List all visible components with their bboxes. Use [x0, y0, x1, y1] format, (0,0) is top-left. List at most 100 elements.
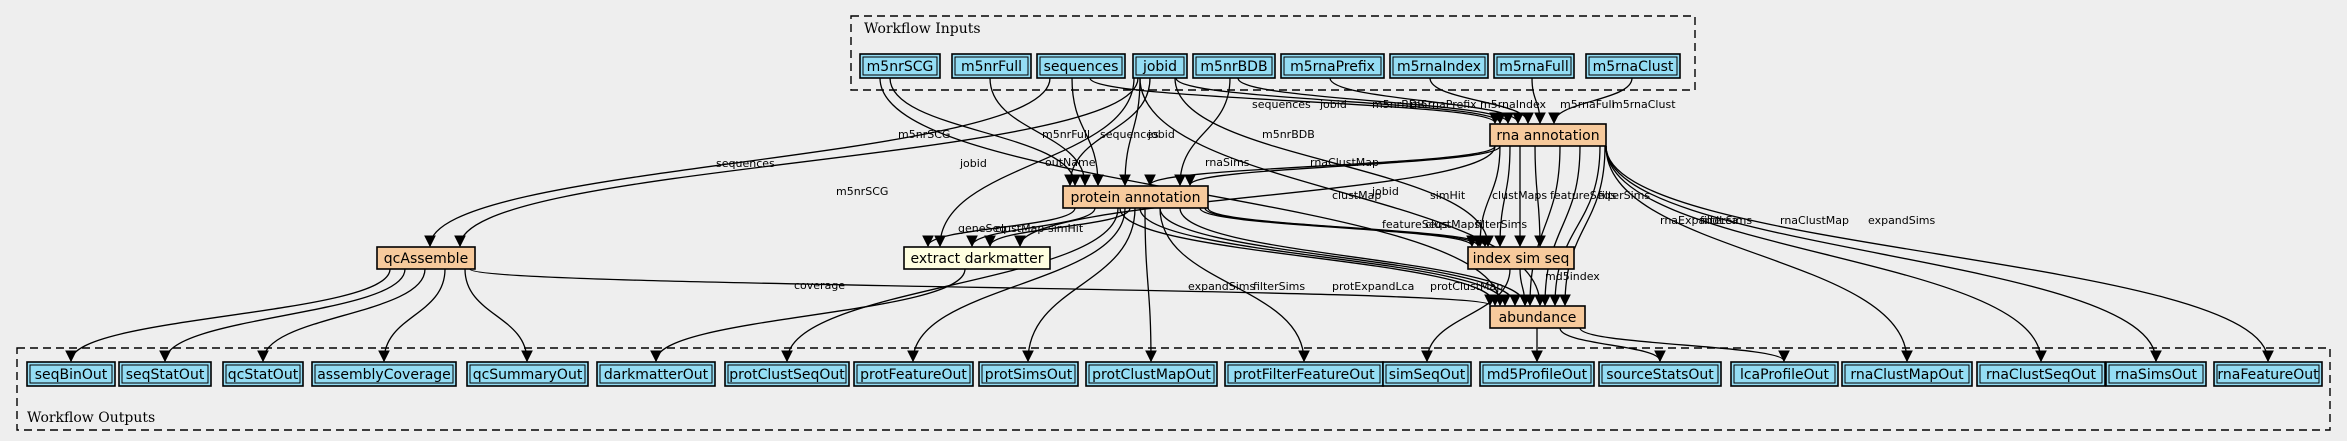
node-extract_darkmatter[interactable]: extract darkmatter: [903, 246, 1051, 270]
edge-jobid-to-index_sim_seq: [1174, 77, 1494, 248]
node-rnaClustSeqOut-inner-border: [1979, 364, 2103, 384]
edge-label: protClustMap: [1430, 280, 1503, 293]
node-m5nrSCG[interactable]: m5nrSCG: [859, 53, 941, 79]
node-label: m5nrBDB: [1200, 59, 1267, 75]
node-abundance[interactable]: abundance: [1489, 305, 1586, 329]
node-m5rnaPrefix-box: [1280, 53, 1385, 79]
edge-label: geneSeq: [958, 222, 1006, 235]
edge-index_sim_seq-to-abundance: [1519, 268, 1531, 307]
edge-label: jobid: [1319, 98, 1347, 111]
workflow-inputs-label: Workflow Inputs: [864, 21, 981, 37]
node-simSeqOut[interactable]: simSeqOut: [1382, 361, 1472, 387]
node-seqBinOut-inner-border: [29, 364, 113, 384]
edge-jobid-to-protein_annotation: [1119, 77, 1141, 187]
workflow-outputs-label: Workflow Outputs: [27, 410, 155, 426]
edge-m5nrBDB-to-protein_annotation: [1174, 77, 1231, 187]
node-protClustMapOut-box: [1085, 361, 1218, 387]
edge-label: expandSims: [1188, 280, 1256, 293]
edge-jobid-to-qcAssemble: [454, 77, 1139, 248]
node-rnaFeatureOut[interactable]: rnaFeatureOut: [2213, 361, 2323, 387]
edge-protein_annotation-to-abundance: [1139, 207, 1511, 307]
node-sequences-inner-border: [1039, 56, 1123, 76]
edges-layer: [65, 77, 2274, 363]
node-label: m5rnaIndex: [1397, 59, 1481, 75]
node-sequences[interactable]: sequences: [1036, 53, 1126, 79]
node-label: assemblyCoverage: [317, 367, 451, 383]
edge-label: simHit: [1048, 222, 1084, 235]
edge-label: rnaClustMap: [1310, 156, 1379, 169]
node-m5rnaPrefix[interactable]: m5rnaPrefix: [1280, 53, 1385, 79]
node-label: protFeatureOut: [860, 367, 967, 383]
node-jobid-inner-border: [1135, 56, 1185, 76]
node-sourceStatsOut[interactable]: sourceStatsOut: [1598, 361, 1722, 387]
node-label: darkmatterOut: [604, 367, 709, 383]
edge-label: protExpandLca: [1332, 280, 1414, 293]
node-protClustSeqOut[interactable]: protClustSeqOut: [724, 361, 850, 387]
edge-label: sequences: [1100, 128, 1159, 141]
node-protClustMapOut[interactable]: protClustMapOut: [1085, 361, 1218, 387]
edge-label: filterSims: [1598, 189, 1650, 202]
node-qcSummaryOut[interactable]: qcSummaryOut: [466, 361, 589, 387]
edge-label: featureSeqs: [1382, 218, 1448, 231]
node-label: rna annotation: [1496, 128, 1599, 144]
node-qcSummaryOut-inner-border: [469, 364, 586, 384]
edge-label: sequences: [1252, 98, 1311, 111]
edge-label: jobid: [959, 157, 987, 170]
node-darkmatterOut[interactable]: darkmatterOut: [596, 361, 716, 387]
edge-protein_annotation-to-protFilterFeatureOut: [1159, 207, 1310, 363]
node-qcAssemble[interactable]: qcAssemble: [376, 246, 476, 270]
edge-qcAssemble-to-seqBinOut: [65, 268, 391, 363]
node-assemblyCoverage[interactable]: assemblyCoverage: [311, 361, 457, 387]
edge-jobid-to-extract_darkmatter: [934, 77, 1135, 248]
edge-label: m5rnaPrefix: [1410, 98, 1477, 111]
node-rnaClustMapOut-box: [1841, 361, 1973, 387]
node-seqStatOut[interactable]: seqStatOut: [118, 361, 212, 387]
edge-label: clustMaps: [1492, 189, 1547, 202]
node-protFeatureOut[interactable]: protFeatureOut: [853, 361, 974, 387]
edge-label: featureSeqs: [1550, 189, 1616, 202]
edge-protein_annotation-to-protFeatureOut: [907, 207, 1126, 363]
edge-rna_annotation-to-abundance: [1559, 145, 1606, 307]
edge-label: md5index: [1545, 270, 1600, 283]
node-protFilterFeatureOut[interactable]: protFilterFeatureOut: [1224, 361, 1384, 387]
node-label: protClustMapOut: [1092, 367, 1211, 383]
node-rna_annotation-box: [1489, 123, 1607, 147]
node-m5rnaClust-box: [1585, 53, 1681, 79]
node-seqBinOut[interactable]: seqBinOut: [26, 361, 116, 387]
node-m5rnaFull[interactable]: m5rnaFull: [1493, 53, 1575, 79]
node-rna_annotation[interactable]: rna annotation: [1489, 123, 1607, 147]
edge-protein_annotation-to-protClustMapOut: [1144, 207, 1157, 363]
node-rnaClustMapOut[interactable]: rnaClustMapOut: [1841, 361, 1973, 387]
edge-label: m5nrSCG: [898, 128, 950, 141]
edge-m5rnaPrefix-to-rna_annotation: [1329, 77, 1524, 125]
edge-m5nrFull-to-protein_annotation: [989, 77, 1091, 187]
node-sourceStatsOut-box: [1598, 361, 1722, 387]
node-rnaClustSeqOut-box: [1976, 361, 2106, 387]
node-assemblyCoverage-box: [311, 361, 457, 387]
node-m5rnaIndex[interactable]: m5rnaIndex: [1389, 53, 1489, 79]
node-md5ProfileOut[interactable]: md5ProfileOut: [1479, 361, 1595, 387]
edge-sequences-to-qcAssemble: [424, 77, 1051, 248]
node-protFeatureOut-box: [853, 361, 974, 387]
edge-abundance-to-sourceStatsOut: [1559, 327, 1666, 363]
node-rnaClustSeqOut[interactable]: rnaClustSeqOut: [1976, 361, 2106, 387]
edge-protein_annotation-to-extract_darkmatter: [922, 207, 1076, 248]
edge-label: filterSims: [1253, 280, 1305, 293]
edge-jobid-to-rna_annotation: [1175, 77, 1506, 125]
node-jobid[interactable]: jobid: [1132, 53, 1188, 79]
node-lcaProfileOut[interactable]: lcaProfileOut: [1730, 361, 1839, 387]
node-index_sim_seq[interactable]: index sim seq: [1467, 246, 1575, 270]
edge-label: clustMap: [1332, 189, 1381, 202]
node-protein_annotation[interactable]: protein annotation: [1062, 185, 1209, 209]
node-m5nrFull[interactable]: m5nrFull: [951, 53, 1032, 79]
node-qcStatOut-box: [222, 361, 304, 387]
node-m5rnaClust[interactable]: m5rnaClust: [1585, 53, 1681, 79]
node-label: rnaSimsOut: [2115, 367, 2198, 383]
edge-sequences-to-rna_annotation: [1089, 77, 1501, 125]
node-label: protein annotation: [1071, 190, 1201, 206]
node-qcStatOut[interactable]: qcStatOut: [222, 361, 304, 387]
node-rnaSimsOut[interactable]: rnaSimsOut: [2105, 361, 2207, 387]
node-m5nrBDB[interactable]: m5nrBDB: [1192, 53, 1276, 79]
node-protSimsOut[interactable]: protSimsOut: [978, 361, 1079, 387]
